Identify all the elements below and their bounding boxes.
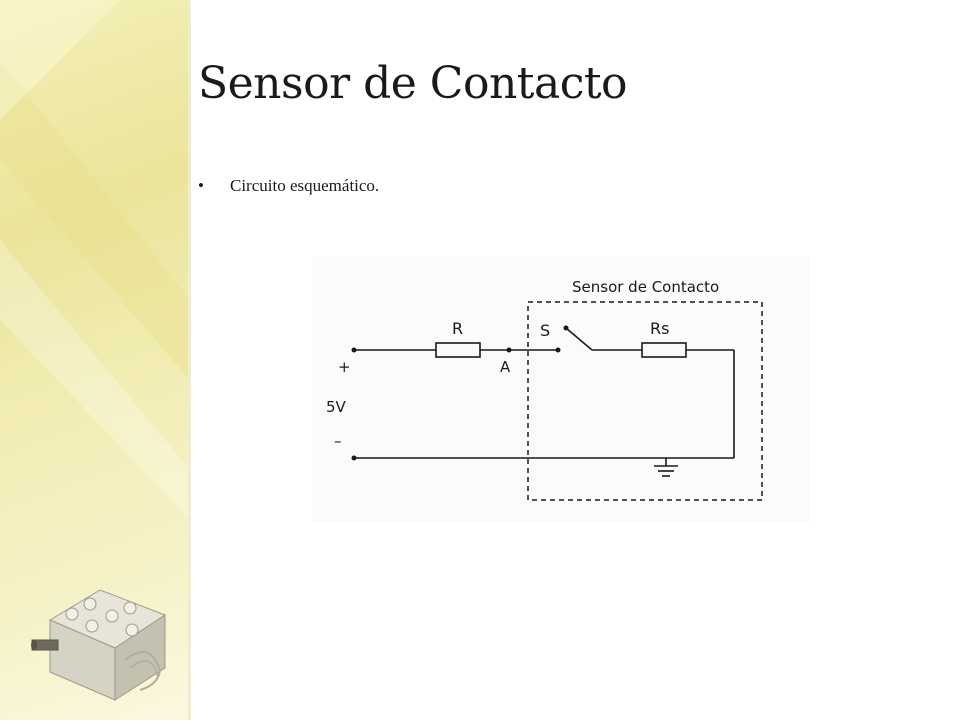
switch-blade (565, 327, 593, 351)
terminal-plus (351, 347, 357, 353)
slide-title: Sensor de Contacto (198, 58, 628, 109)
sensor-box-label: Sensor de Contacto (572, 278, 719, 296)
switch-contact-left (555, 347, 561, 353)
voltage-label: 5V (326, 398, 347, 416)
bullet-item: • Circuito esquemático. (198, 176, 379, 196)
circuit-diagram: Sensor de Contacto R A S Rs + 5V – (312, 256, 810, 522)
ground-symbol-icon (654, 458, 678, 477)
sidebar-pattern (0, 0, 190, 520)
node-a-dot (506, 347, 512, 353)
sensor-box (527, 301, 763, 501)
resistor-rs (641, 342, 687, 358)
resistor-rs-label: Rs (650, 319, 669, 338)
lego-motor-icon (31, 589, 167, 701)
resistor-r-label: R (452, 319, 463, 338)
resistor-r (435, 342, 481, 358)
decorative-sidebar (0, 0, 190, 720)
terminal-minus (351, 455, 357, 461)
plus-label: + (338, 358, 351, 376)
sidebar-edge (188, 0, 191, 720)
bullet-text: Circuito esquemático. (230, 176, 380, 195)
bullet-marker: • (198, 176, 204, 195)
node-a-label: A (500, 358, 511, 376)
minus-label: – (334, 432, 342, 450)
switch-label: S (540, 321, 550, 340)
